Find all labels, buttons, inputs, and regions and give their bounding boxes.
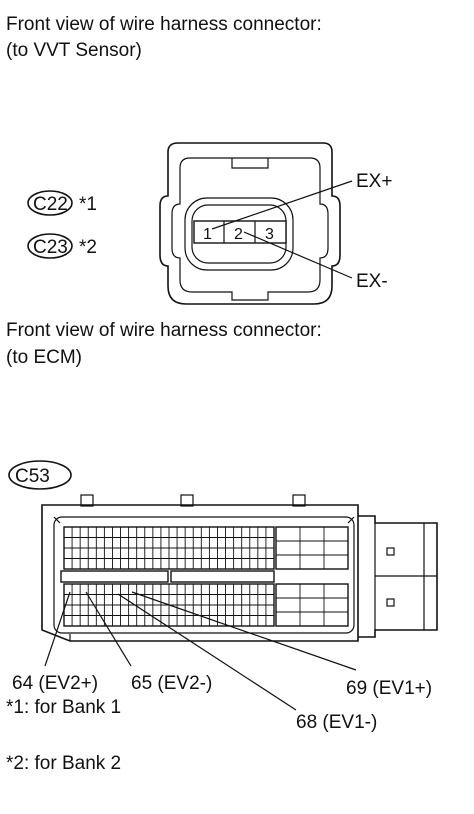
- connector-code-c22: C22 *1: [27, 190, 97, 216]
- c53-label: C53: [15, 466, 50, 487]
- ecm-pin-grid: [64, 527, 348, 626]
- terminal-69-label: 69 (EV1+): [346, 678, 433, 699]
- terminal-68-label: 68 (EV1-): [296, 712, 378, 733]
- connector-code-c53: C53: [8, 460, 72, 490]
- vvt-title-line1: Front view of wire harness connector:: [6, 14, 322, 35]
- terminal-65-label: 65 (EV2-): [131, 673, 213, 694]
- note-bank-1: *1: for Bank 1: [6, 697, 122, 718]
- ecm-connector: [41, 494, 438, 711]
- vvt-pin-1: 1: [203, 226, 212, 243]
- ecm-title-line2: (to ECM): [6, 347, 82, 368]
- vvt-pin-3: 3: [265, 226, 274, 243]
- c22-label: C22: [33, 194, 68, 215]
- terminal-64-label: 64 (EV2+): [12, 673, 99, 694]
- note-bank-2: *2: for Bank 2: [6, 753, 122, 774]
- ex-minus-label: EX-: [356, 271, 388, 292]
- vvt-pin-2: 2: [234, 226, 243, 243]
- c23-note: *2: [79, 237, 97, 258]
- c23-label: C23: [33, 237, 68, 258]
- vvt-connector: 1 2 3 EX+ EX-: [159, 142, 392, 305]
- c22-note: *1: [79, 194, 97, 215]
- ex-plus-label: EX+: [356, 171, 392, 192]
- ecm-title-line1: Front view of wire harness connector:: [6, 320, 322, 341]
- vvt-title-line2: (to VVT Sensor): [6, 40, 142, 61]
- connector-code-c23: C23 *2: [27, 233, 97, 259]
